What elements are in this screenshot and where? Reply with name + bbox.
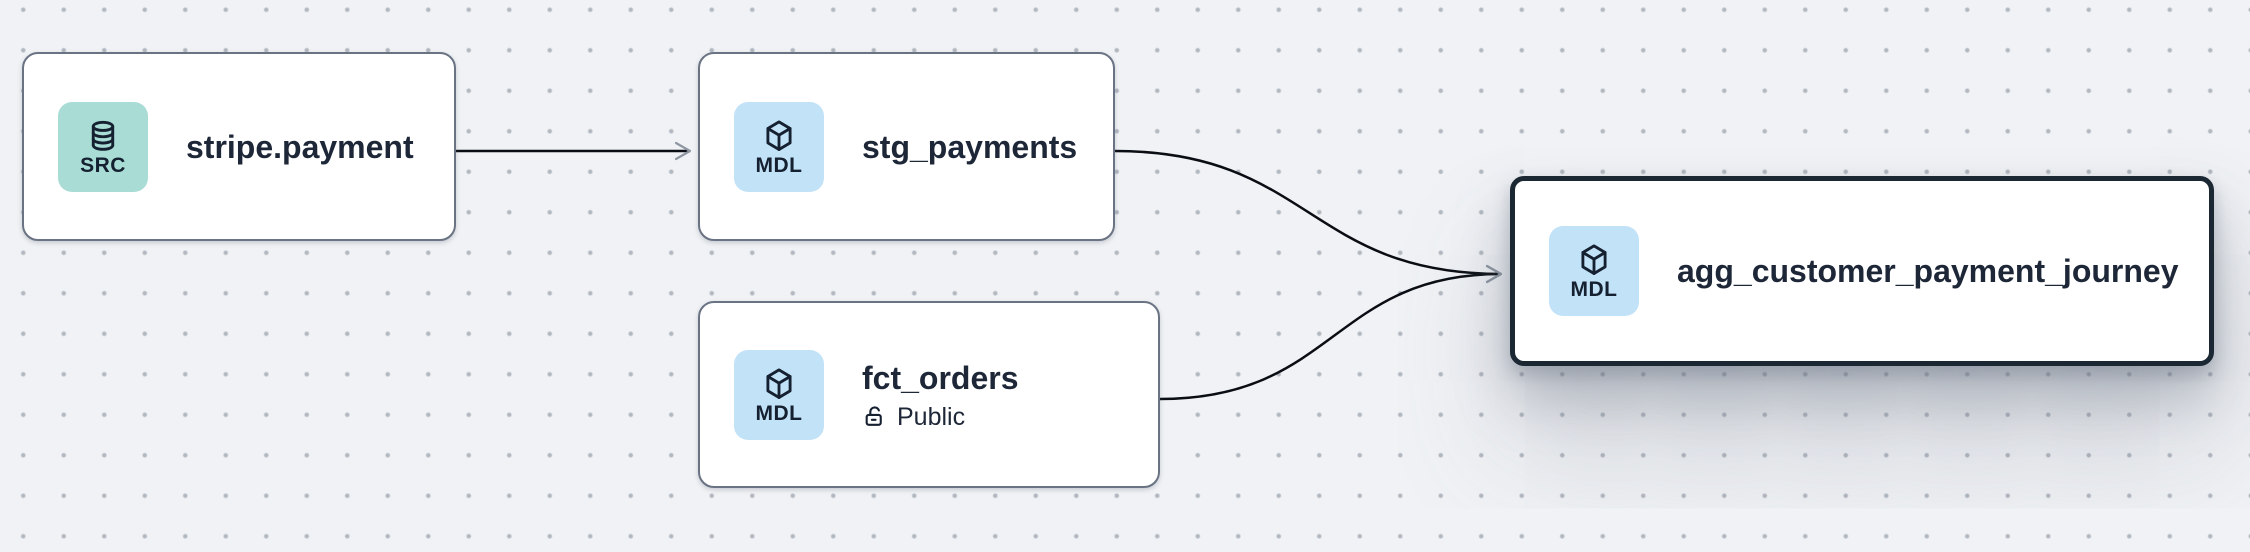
database-icon [91,120,115,151]
node-stg-payments[interactable]: MDL stg_payments [698,52,1115,241]
badge-label: MDL [755,401,803,425]
cube-icon [1581,244,1607,275]
source-badge: SRC [58,101,148,192]
node-title: stripe.payment [186,128,414,165]
node-text-block: fct_orders Public [862,358,1019,432]
cube-icon [766,367,792,399]
edge-stg-payments-to-agg-customer-payment-journey[interactable] [1114,149,1503,284]
badge-label: MDL [1570,278,1618,301]
node-fct-orders[interactable]: MDL fct_orders Public [698,301,1160,488]
unlock-icon [865,406,882,426]
cube-icon [766,119,792,151]
node-stripe-payment[interactable]: SRC stripe.payment [22,52,456,241]
edge-fct-orders-to-agg-customer-payment-journey[interactable] [1159,264,1503,401]
node-agg-customer-payment-journey[interactable]: MDL agg_customer_payment_journey [1510,176,2214,366]
node-title: stg_payments [862,128,1078,165]
node-title: fct_orders [862,359,1019,396]
model-badge: MDL [734,101,824,192]
access-label: Public [897,402,966,431]
access-row: Public [862,402,1019,432]
model-badge: MDL [1549,226,1639,316]
model-badge: MDL [734,349,824,440]
badge-label: SRC [80,153,126,177]
badge-label: MDL [755,153,803,177]
node-title: agg_customer_payment_journey [1677,253,2179,289]
